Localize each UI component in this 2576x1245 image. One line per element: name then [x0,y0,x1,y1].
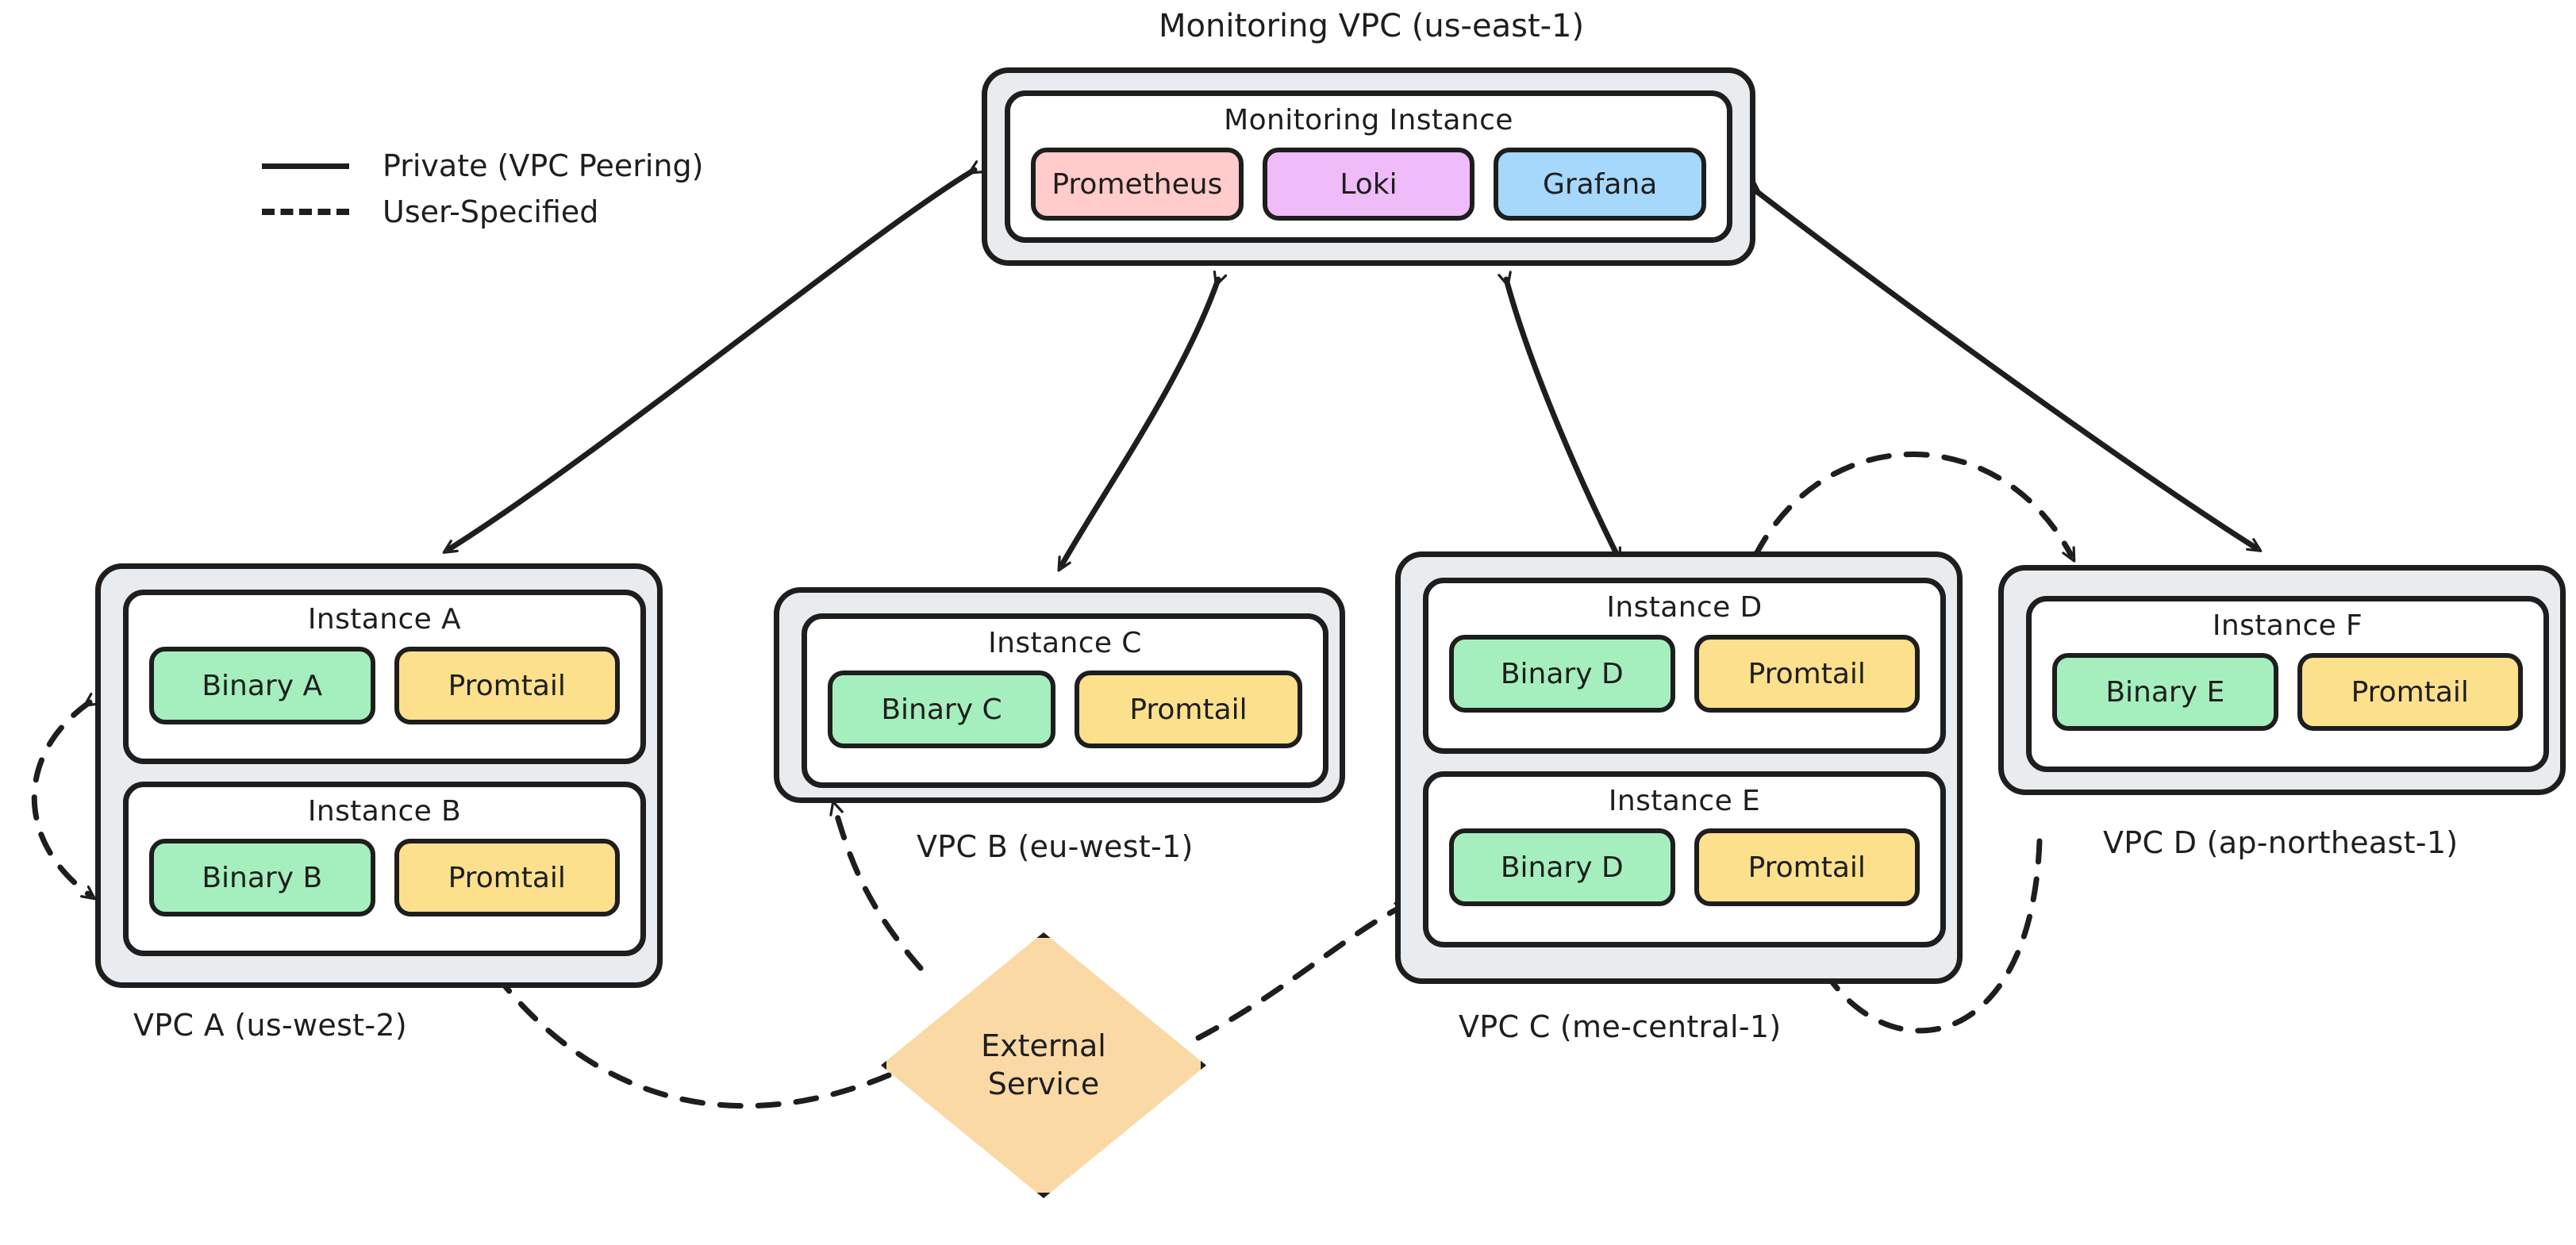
component-promtail-c[interactable]: Promtail [1075,671,1302,748]
instance-b-title: Instance B [307,795,462,828]
edge-monitoring-to-vpc-d [1755,190,2255,548]
external-service-label-line2: Service [987,1066,1100,1101]
monitoring-vpc-container[interactable]: Monitoring Instance Prometheus Loki Graf… [982,67,1755,266]
instance-b[interactable]: Instance B Binary B Promtail [123,782,646,956]
component-binary-e-host[interactable]: Binary D [1449,828,1675,906]
monitoring-instance[interactable]: Monitoring Instance Prometheus Loki Graf… [1005,90,1732,243]
legend-label-user-specified: User-Specified [383,194,599,229]
instance-d[interactable]: Instance D Binary D Promtail [1423,578,1946,754]
vpc-c-label: VPC C (me-central-1) [1459,1009,1782,1044]
vpc-a-container[interactable]: Instance A Binary A Promtail Instance B … [95,563,663,988]
legend: Private (VPC Peering) User-Specified [262,143,703,235]
component-grafana[interactable]: Grafana [1494,148,1707,221]
instance-e[interactable]: Instance E Binary D Promtail [1423,771,1946,947]
component-promtail-d[interactable]: Promtail [1694,635,1920,713]
instance-c-title: Instance C [988,627,1142,659]
vpc-c-container[interactable]: Instance D Binary D Promtail Instance E … [1395,551,1963,984]
component-promtail-b[interactable]: Promtail [394,839,620,916]
component-binary-e[interactable]: Binary E [2052,653,2278,731]
vpc-a-label: VPC A (us-west-2) [133,1008,407,1043]
edge-external-to-vpc-a [497,976,892,1109]
component-loki[interactable]: Loki [1262,148,1475,221]
monitoring-vpc-label: Monitoring VPC (us-east-1) [1159,8,1585,44]
component-promtail-f[interactable]: Promtail [2297,653,2523,731]
component-binary-b[interactable]: Binary B [149,839,375,916]
edge-external-to-vpc-c [1195,906,1403,1041]
vpc-b-container[interactable]: Instance C Binary C Promtail [774,587,1345,803]
instance-a-title: Instance A [307,603,462,636]
component-binary-a[interactable]: Binary A [149,647,375,724]
vpc-b-label: VPC B (eu-west-1) [917,829,1194,864]
external-service-node[interactable]: External Service [881,932,1206,1198]
solid-line-icon [262,163,349,169]
legend-item-user-specified: User-Specified [262,189,703,235]
instance-a[interactable]: Instance A Binary A Promtail [123,590,646,764]
component-promtail-e[interactable]: Promtail [1694,828,1920,906]
instance-f[interactable]: Instance F Binary E Promtail [2026,596,2549,772]
edge-instance-a-to-instance-b [31,702,90,895]
edge-vpc-c-to-vpc-d-upper [1755,452,2071,556]
component-promtail-a[interactable]: Promtail [394,647,620,724]
component-binary-d[interactable]: Binary D [1449,635,1675,713]
instance-c[interactable]: Instance C Binary C Promtail [802,613,1328,788]
dashed-line-icon [262,209,349,215]
vpc-d-label: VPC D (ap-northeast-1) [2103,825,2459,860]
monitoring-instance-title: Monitoring Instance [1224,104,1513,136]
legend-label-private: Private (VPC Peering) [383,148,704,183]
component-binary-c[interactable]: Binary C [828,671,1055,748]
instance-f-title: Instance F [2212,609,2363,642]
instance-d-title: Instance D [1606,591,1763,624]
edge-monitoring-to-vpc-c [1506,279,1617,555]
component-prometheus[interactable]: Prometheus [1031,148,1244,221]
legend-item-private: Private (VPC Peering) [262,143,703,189]
external-service-label-line1: External [981,1028,1106,1063]
vpc-d-container[interactable]: Instance F Binary E Promtail [1998,565,2566,795]
instance-e-title: Instance E [1608,785,1761,817]
edge-monitoring-to-vpc-b [1062,279,1218,565]
